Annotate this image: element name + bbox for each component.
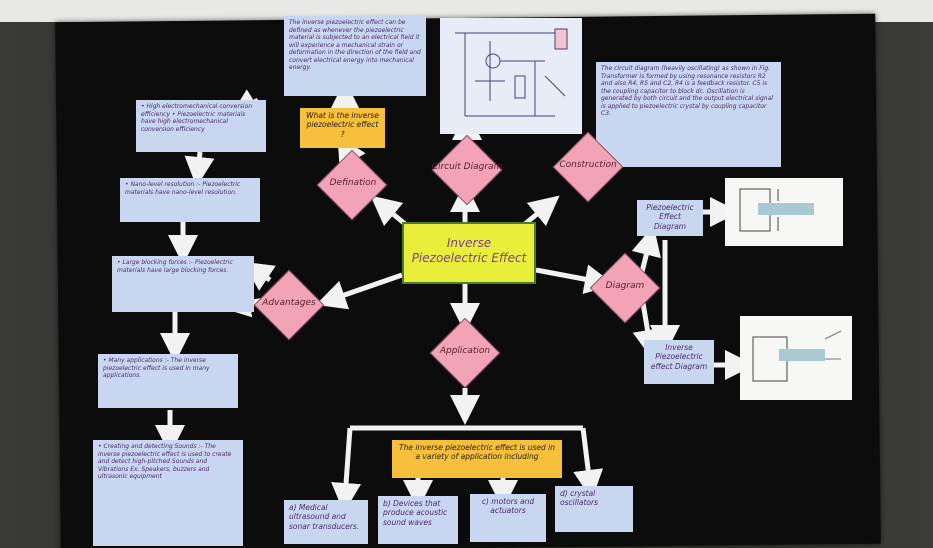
advantage-card-5: • Creating and detecting Sounds :- The i… [93, 440, 243, 546]
advantage-text-2: • Nano-level resolution :- Piezoelectric… [125, 181, 241, 196]
application-item-3: c) motors and actuators [481, 497, 535, 516]
center-topic: Inverse Piezoelectric Effect [402, 222, 536, 284]
definition-diamond-label: Defination [329, 178, 377, 188]
application-item-1: a) Medical ultrasound and sonar transduc… [289, 503, 360, 531]
advantage-text-4: • Many applications :- The inverse piezo… [103, 357, 210, 379]
advantage-card-2: • Nano-level resolution :- Piezoelectric… [120, 178, 260, 222]
construction-text-card: The circuit diagram (heavily oscillating… [596, 62, 781, 167]
application-item-2: b) Devices that produce acoustic sound w… [383, 499, 448, 527]
advantage-card-4: • Many applications :- The inverse piezo… [98, 354, 238, 408]
inverse-effect-diagram-image [740, 316, 852, 400]
application-intro-text: The inverse piezoelectric effect is used… [399, 443, 555, 462]
application-item-card-1: a) Medical ultrasound and sonar transduc… [284, 500, 368, 544]
diagram-diamond-label: Diagram [605, 281, 645, 291]
application-item-card-3: c) motors and actuators [470, 494, 546, 542]
application-diamond-label: Application [439, 346, 491, 356]
advantage-text-5: • Creating and detecting Sounds :- The i… [98, 443, 232, 480]
piezo-diagram-label: Piezoelectric Effect Diagram [646, 203, 694, 231]
advantages-diamond-label: Advantages [262, 298, 316, 308]
circuit-schematic-drawing [455, 28, 568, 117]
piezo-effect-sketch [739, 188, 814, 232]
construction-text: The circuit diagram (heavily oscillating… [601, 65, 773, 117]
advantage-text-1: • High electromechanical conversion effi… [141, 103, 253, 133]
advantage-card-1: • High electromechanical conversion effi… [136, 100, 266, 152]
definition-text-card: The inverse piezoelectric effect can be … [284, 16, 426, 96]
definition-text: The inverse piezoelectric effect can be … [289, 19, 421, 71]
circuit-diagram-image [440, 18, 582, 134]
advantage-card-3: • Large blocking forces :- Piezoelectric… [112, 256, 254, 312]
center-topic-label: Inverse Piezoelectric Effect [411, 236, 527, 265]
piezo-diagram-label-card: Piezoelectric Effect Diagram [637, 200, 703, 236]
application-item-card-2: b) Devices that produce acoustic sound w… [378, 496, 458, 544]
circuit-diamond-label: Circuit Diagram [431, 162, 503, 172]
inverse-effect-sketch [752, 330, 842, 382]
definition-question-text: What is the inverse piezoelectric effect… [306, 111, 379, 139]
inverse-diagram-label-card: Inverse Piezoelectric effect Diagram [644, 340, 714, 384]
inverse-diagram-label: Inverse Piezoelectric effect Diagram [650, 343, 708, 371]
piezo-effect-diagram-image [725, 178, 843, 246]
advantage-text-3: • Large blocking forces :- Piezoelectric… [117, 259, 233, 274]
application-item-4: d) crystal oscillators [560, 489, 598, 508]
definition-question-card: What is the inverse piezoelectric effect… [300, 108, 385, 148]
construction-diamond-label: Construction [559, 160, 617, 170]
application-item-card-4: d) crystal oscillators [555, 486, 633, 532]
application-intro-card: The inverse piezoelectric effect is used… [392, 440, 562, 478]
